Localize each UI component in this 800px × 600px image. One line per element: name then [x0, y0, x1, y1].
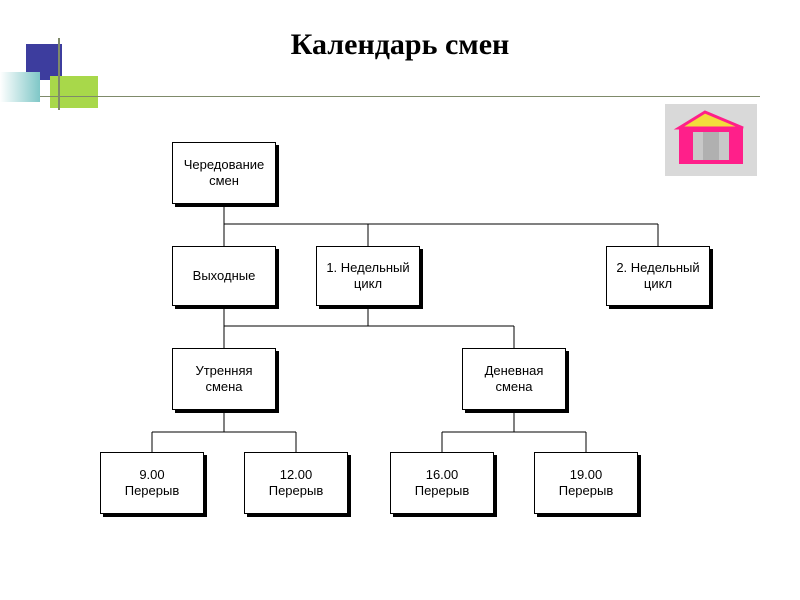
- decor-vertical-line: [58, 38, 60, 110]
- page-title: Календарь смен: [290, 28, 510, 61]
- node-break-0900: 9.00 Перерыв: [100, 452, 204, 514]
- title-divider: [40, 96, 760, 97]
- node-week-cycle-2: 2. Недельный цикл: [606, 246, 710, 306]
- house-icon: [673, 110, 744, 164]
- node-shift-rotation: Чередование смен: [172, 142, 276, 204]
- node-days-off: Выходные: [172, 246, 276, 306]
- node-break-1200: 12.00 Перерыв: [244, 452, 348, 514]
- node-day-shift: Деневная смена: [462, 348, 566, 410]
- node-break-1900: 19.00 Перерыв: [534, 452, 638, 514]
- node-break-1600: 16.00 Перерыв: [390, 452, 494, 514]
- node-week-cycle-1: 1. Недельный цикл: [316, 246, 420, 306]
- decor-square-teal: [0, 72, 40, 102]
- node-morning-shift: Утренняя смена: [172, 348, 276, 410]
- home-button[interactable]: [665, 104, 757, 176]
